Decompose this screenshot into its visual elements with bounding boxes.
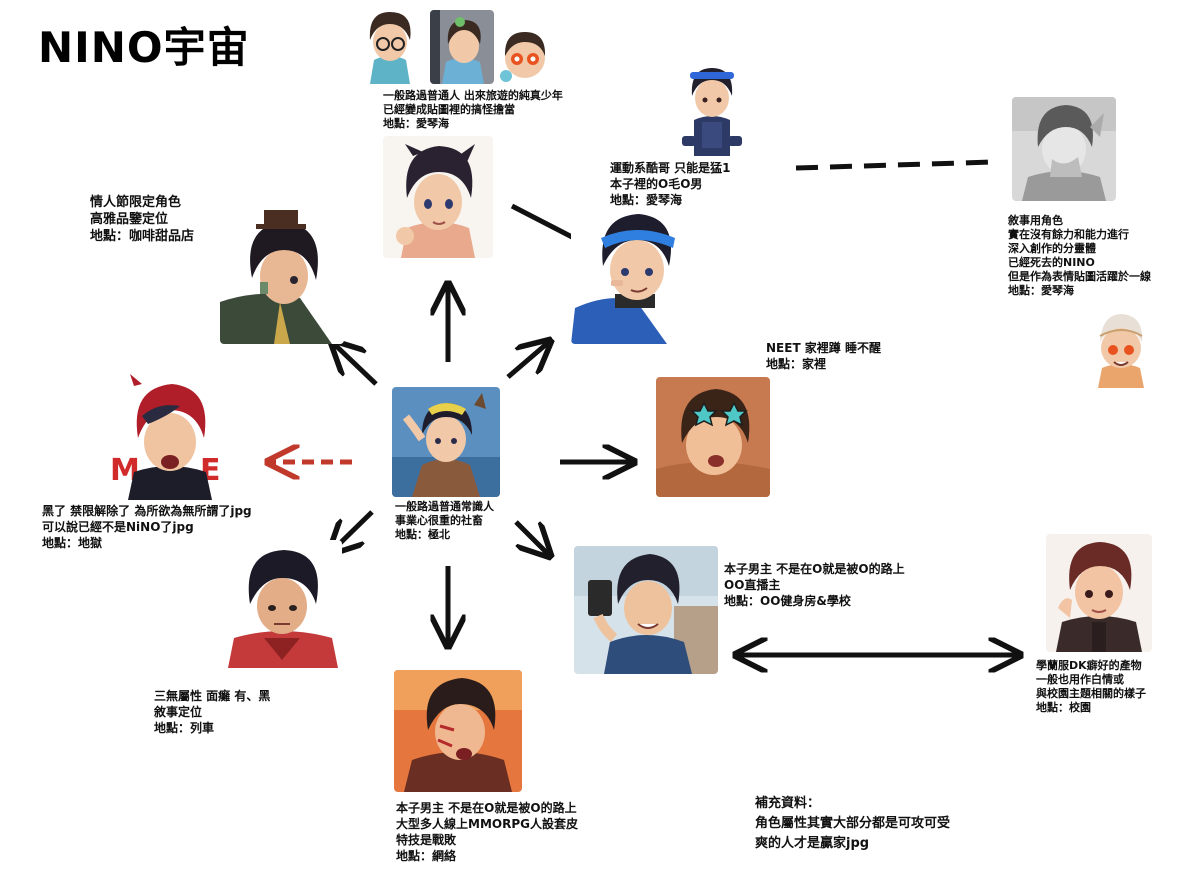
- top-sticker-1: [354, 4, 426, 84]
- narrative-portrait: [1012, 97, 1116, 201]
- page-title: NINO宇宙: [38, 23, 250, 72]
- caption-line: NEET 家裡蹲 睡不醒: [766, 341, 881, 355]
- caption-line: 地點：網絡: [396, 849, 457, 863]
- caption-line: 本子裡的O毛O男: [610, 177, 703, 191]
- caption-line: 已經死去的NINO: [1008, 256, 1095, 269]
- caption-line: 情人節限定角色: [90, 195, 182, 210]
- caption-line: 爽的人才是贏家jpg: [755, 836, 870, 851]
- caption-line: 本子男主 不是在O就是被O的路上: [724, 562, 905, 576]
- caption-line: 地點：地獄: [42, 536, 103, 550]
- top-sticker-2: [430, 10, 494, 84]
- caption-line: 地點：愛琴海: [610, 193, 683, 207]
- caption-line: 一般路過普通常識人: [395, 500, 494, 513]
- caption-line: 但是作為表情貼圖活躍於一線: [1008, 270, 1151, 283]
- caption-line: 學蘭服DK癖好的產物: [1036, 659, 1142, 672]
- arrow-to-valentine: [332, 342, 378, 386]
- sport-chibi: [672, 58, 752, 156]
- train-portrait: [224, 540, 342, 668]
- caption-line: 三無屬性 面癱 有、黑: [154, 689, 271, 703]
- caption-line: OO直播主: [724, 578, 781, 592]
- mmo-caption: 本子男主 不是在O就是被O的路上 大型多人線上MMORPG人設套皮 特技是戰敗 …: [396, 800, 578, 864]
- caption-line: 地點：家裡: [766, 357, 827, 371]
- top-portrait: [383, 136, 493, 258]
- caption-line: 實在沒有餘力和能力進行: [1008, 228, 1129, 241]
- caption-line: 地點：OO健身房&學校: [724, 594, 851, 608]
- arrow-to-sport: [506, 341, 550, 379]
- school-portrait: [1046, 534, 1152, 652]
- dark-caption: 黑了 禁限解除了 為所欲為無所謂了jpg 可以說已經不是NiNO了jpg 地點：…: [42, 503, 252, 551]
- valentine-portrait: [220, 206, 344, 344]
- valentine-caption: 情人節限定角色 高雅品鑒定位 地點：咖啡甜品店: [90, 194, 194, 245]
- school-caption: 學蘭服DK癖好的產物 一般也用作白情或 與校園主題相關的樣子 地點：校園: [1036, 659, 1146, 715]
- sport-portrait: [571, 208, 705, 344]
- neet-caption: NEET 家裡蹲 睡不醒 地點：家裡: [766, 340, 881, 372]
- caption-line: 黑了 禁限解除了 為所欲為無所謂了jpg: [42, 504, 252, 518]
- caption-line: 特技是戰敗: [396, 833, 457, 847]
- caption-line: 高雅品鑒定位: [90, 212, 169, 227]
- caption-line: 地點：愛琴海: [1008, 284, 1074, 297]
- neet-portrait: [656, 377, 770, 497]
- streamer-caption: 本子男主 不是在O就是被O的路上 OO直播主 地點：OO健身房&學校: [724, 561, 905, 609]
- caption-line: 本子男主 不是在O就是被O的路上: [396, 801, 577, 815]
- caption-line: 地點：愛琴海: [383, 117, 449, 130]
- top-sticker-3: [496, 26, 554, 86]
- caption-line: 一般路過普通人 出來旅遊的純真少年: [383, 89, 563, 102]
- center-caption: 一般路過普通常識人 事業心很重的社畜 地點：極北: [395, 500, 494, 542]
- caption-line: 地點：咖啡甜品店: [90, 229, 195, 244]
- center-portrait: [392, 387, 500, 497]
- narrative-caption: 敘事用角色 實在沒有餘力和能力進行 深入創作的分靈體 已經死去的NINO 但是作…: [1008, 214, 1151, 298]
- arrow-to-streamer: [514, 520, 550, 556]
- caption-line: 一般也用作白情或: [1036, 673, 1124, 686]
- narrative-sticker: [1086, 306, 1156, 388]
- caption-line: 與校園主題相關的樣子: [1036, 687, 1146, 700]
- streamer-portrait: [574, 546, 718, 674]
- caption-line: 地點：列車: [154, 721, 215, 735]
- caption-line: 已經變成貼圖裡的搞怪擔當: [383, 103, 515, 116]
- caption-line: 深入創作的分靈體: [1008, 242, 1096, 255]
- mmo-portrait: [394, 670, 522, 792]
- caption-line: 可以說已經不是NiNO了jpg: [42, 520, 194, 534]
- caption-line: 角色屬性其實大部分都是可攻可受: [755, 816, 951, 831]
- caption-line: 大型多人線上MMORPG人設套皮: [396, 817, 578, 831]
- dashed-link-narrative: [795, 159, 995, 171]
- caption-line: 補充資料：: [755, 796, 821, 811]
- caption-line: 地點：極北: [395, 528, 450, 541]
- top-caption: 一般路過普通人 出來旅遊的純真少年 已經變成貼圖裡的搞怪擔當 地點：愛琴海: [383, 89, 563, 131]
- caption-line: 敘事用角色: [1008, 214, 1063, 227]
- caption-line: 事業心很重的社畜: [395, 514, 483, 527]
- supplement-note: 補充資料： 角色屬性其實大部分都是可攻可受 爽的人才是贏家jpg: [755, 794, 950, 854]
- caption-line: 地點：校園: [1036, 701, 1091, 714]
- train-caption: 三無屬性 面癱 有、黑 敘事定位 地點：列車: [154, 688, 270, 736]
- caption-line: 運動系酷哥 只能是猛1: [610, 161, 731, 175]
- dark-portrait: M E: [108, 372, 232, 500]
- sport-caption: 運動系酷哥 只能是猛1 本子裡的O毛O男 地點：愛琴海: [610, 160, 731, 208]
- caption-line: 敘事定位: [154, 705, 203, 719]
- link-top-sport: [510, 203, 576, 241]
